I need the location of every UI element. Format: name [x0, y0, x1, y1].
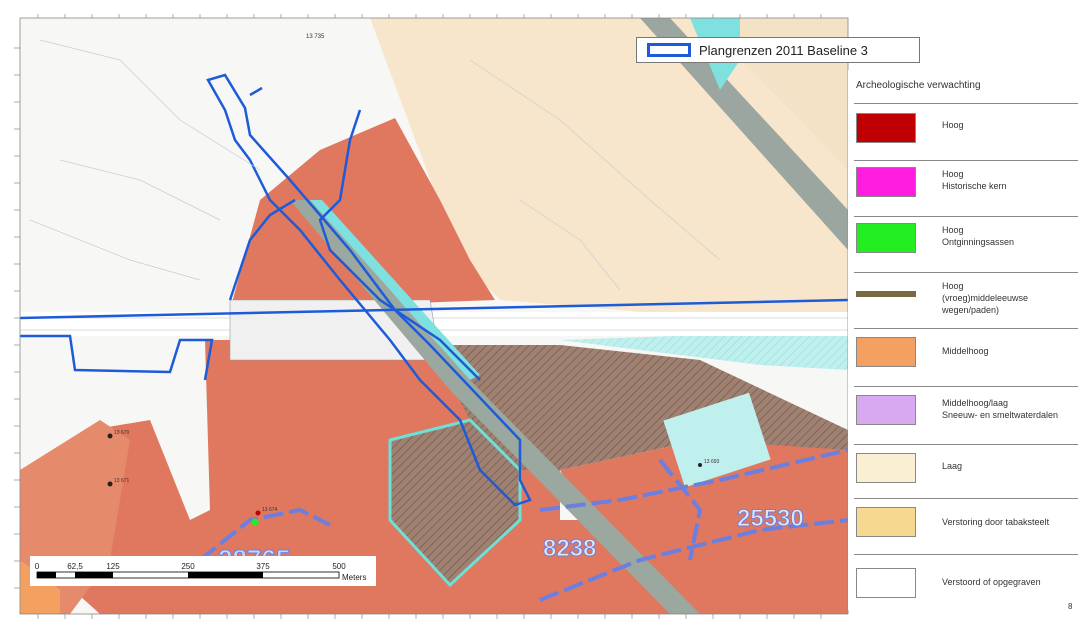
area-hoog-southeast — [560, 430, 848, 614]
legend-item-middelhoog: Middelhoog — [848, 332, 1078, 388]
legend-label-hoog: Hoog — [942, 120, 964, 130]
legend-swatch-tabaksteelt — [856, 507, 916, 537]
scale-tick-4: 375 — [256, 562, 270, 571]
legend-swatch-middelhoog — [856, 337, 916, 367]
road-diagonal-cyan — [310, 200, 480, 380]
plan-boundary — [19, 73, 849, 507]
legend-label-verstoord: Verstoord of opgegraven — [942, 577, 1041, 587]
road-northeast — [640, 18, 848, 250]
legend-separator — [854, 386, 1078, 387]
point-label-2: 13 671 — [114, 478, 130, 484]
plan-boundary-swatch — [647, 43, 691, 57]
area-cyan-block — [663, 392, 771, 488]
legend-separator — [854, 160, 1078, 161]
legend-item-hoog: Hoog — [848, 108, 1078, 164]
scale-unit: Meters — [342, 573, 366, 582]
plan-boundary-legend: Plangrenzen 2011 Baseline 3 — [636, 37, 920, 63]
legend-separator — [854, 103, 1078, 104]
legend-label-laag: Laag — [942, 461, 963, 471]
plan-boundary-label: Plangrenzen 2011 Baseline 3 — [699, 42, 868, 58]
legend-title: Archeologische verwachting — [856, 80, 981, 91]
area-hoog-fan — [230, 118, 495, 310]
legend-separator — [854, 554, 1078, 555]
point-label-4: 13 693 — [704, 459, 720, 465]
point-label-3: 13 674 — [262, 507, 278, 513]
scale-tick-0: 0 — [35, 562, 40, 571]
scale-tick-1: 62,5 — [67, 562, 83, 571]
bottom-frame-ruler — [20, 614, 848, 632]
scale-bar — [30, 556, 376, 586]
area-hatched-west — [388, 418, 522, 588]
legend-separator — [854, 498, 1078, 499]
legend-separator — [854, 272, 1078, 273]
legend-swatch-historische-kern — [856, 167, 916, 197]
legend-swatch-wegen — [856, 291, 916, 297]
legend-separator — [854, 216, 1078, 217]
point-markers — [107, 433, 702, 526]
legend-swatch-middelhoog-laag — [856, 395, 916, 425]
scale-tick-3: 250 — [181, 562, 195, 571]
legend-separator — [854, 328, 1078, 329]
legend-item-laag: Laag — [848, 448, 1078, 504]
contour-lines — [29, 39, 721, 291]
parcel-outlines — [198, 448, 849, 602]
legend-label-tabaksteelt: Verstoring door tabaksteelt — [942, 517, 1050, 527]
legend-separator — [854, 444, 1078, 445]
area-cyan-hatch-east — [560, 330, 848, 370]
legend-swatch-hoog — [856, 113, 916, 143]
top-marker: 13 735 — [306, 34, 325, 40]
top-frame-ruler — [20, 10, 848, 18]
parcel-label-25530: 25530 — [737, 505, 804, 532]
point-label-1: 13 670 — [114, 430, 130, 436]
legend-item-tabaksteelt: Verstoring door tabaksteelt — [848, 502, 1078, 558]
left-frame-ruler — [0, 18, 20, 614]
scale-tick-5: 500 — [332, 562, 346, 571]
legend-swatch-verstoord — [856, 568, 916, 598]
legend-item-verstoord: Verstoord of opgegraven — [848, 558, 1078, 614]
legend-swatch-ontginningsassen — [856, 223, 916, 253]
scale-tick-2: 125 — [106, 562, 120, 571]
road-diagonal — [290, 200, 700, 614]
legend-swatch-laag — [856, 453, 916, 483]
parcel-label-8238: 8238 — [543, 535, 596, 562]
legend-corner-marker: 8 — [1068, 602, 1073, 611]
legend-label-middelhoog: Middelhoog — [942, 346, 989, 356]
